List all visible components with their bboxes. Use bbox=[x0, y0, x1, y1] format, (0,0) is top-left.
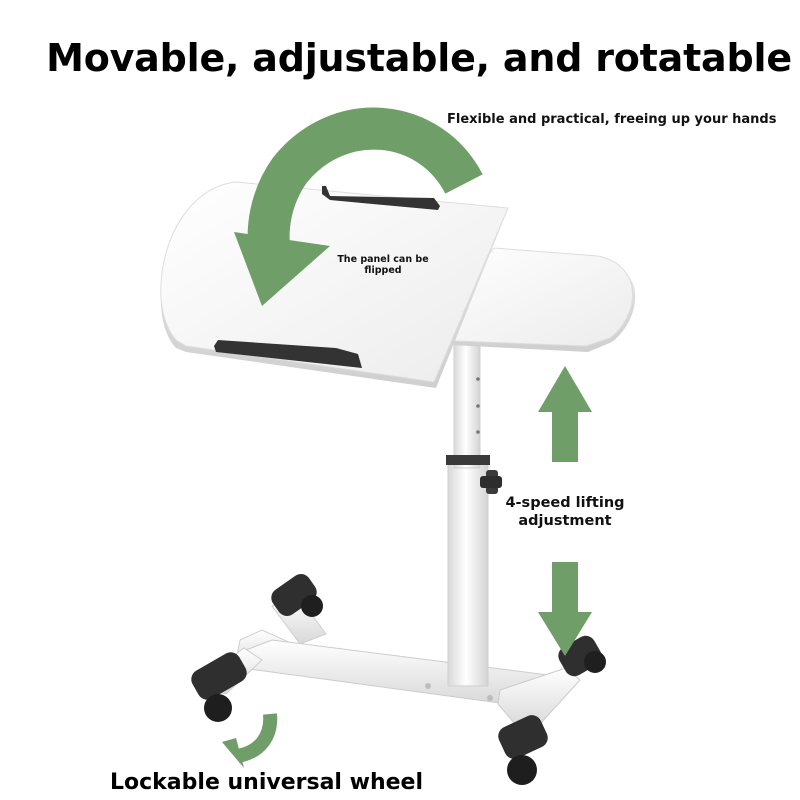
lifting-note: 4-speed lifting adjustment bbox=[505, 495, 625, 529]
headline: Movable, adjustable, and rotatable bbox=[46, 36, 792, 80]
up-arrow-icon bbox=[538, 366, 592, 462]
height-pole bbox=[446, 339, 490, 687]
caster-back-left bbox=[271, 574, 323, 617]
subheadline: Flexible and practical, freeing up your … bbox=[447, 112, 777, 127]
down-arrow-icon bbox=[538, 562, 592, 656]
caster-front-left bbox=[191, 652, 247, 722]
panel-flip-note: The panel can be flipped bbox=[337, 254, 429, 276]
lock-knob-icon bbox=[480, 470, 502, 494]
curved-wheel-arrow-icon bbox=[222, 713, 278, 768]
curved-rotate-arrow-icon bbox=[234, 107, 483, 306]
caster-front-right bbox=[498, 715, 548, 785]
wheel-note: Lockable universal wheel bbox=[110, 770, 424, 795]
base-frame bbox=[205, 595, 581, 731]
